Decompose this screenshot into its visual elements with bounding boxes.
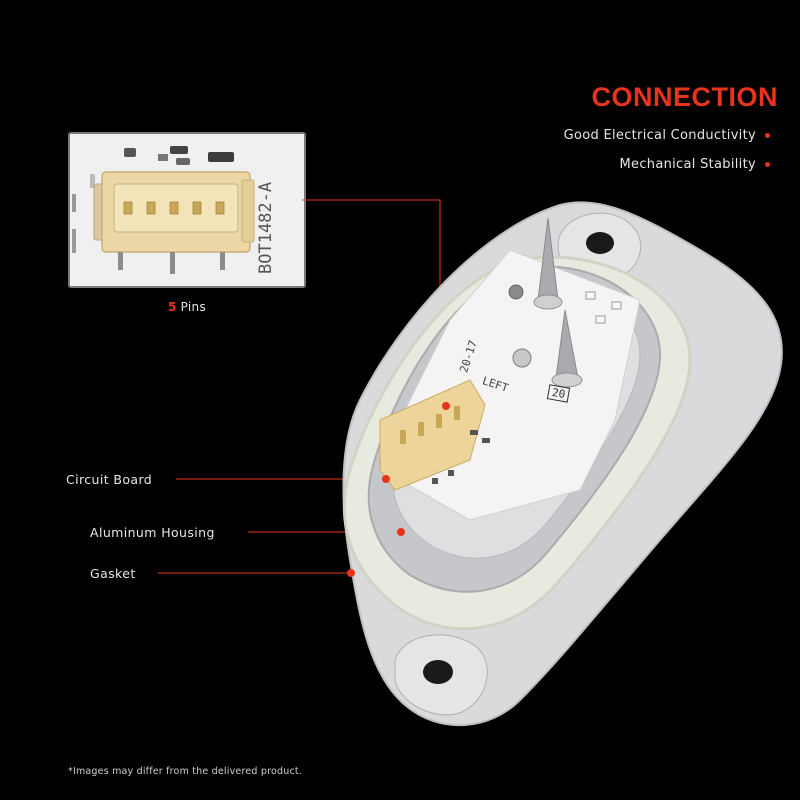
disclaimer-text: *Images may differ from the delivered pr… bbox=[68, 766, 303, 777]
feature-label: Good Electrical Conductivity bbox=[563, 128, 756, 143]
red-dot-icon bbox=[765, 133, 770, 138]
feature-item-stability: Mechanical Stability bbox=[620, 157, 770, 172]
page-title: CONNECTION bbox=[591, 82, 778, 112]
pins-label: Pins bbox=[180, 300, 207, 314]
red-dot-icon bbox=[765, 162, 770, 167]
callout-aluminum-housing: Aluminum Housing bbox=[90, 525, 215, 540]
feature-item-conductivity: Good Electrical Conductivity bbox=[564, 128, 770, 143]
led-module-image bbox=[342, 201, 783, 726]
connector-closeup-image: BOT1482-A bbox=[68, 132, 306, 288]
connector-closeup-drawing bbox=[70, 134, 304, 286]
callout-gasket: Gasket bbox=[90, 566, 136, 581]
callout-circuit-board: Circuit Board bbox=[66, 472, 153, 487]
pins-count: 5 bbox=[167, 300, 177, 314]
feature-label: Mechanical Stability bbox=[619, 157, 756, 172]
